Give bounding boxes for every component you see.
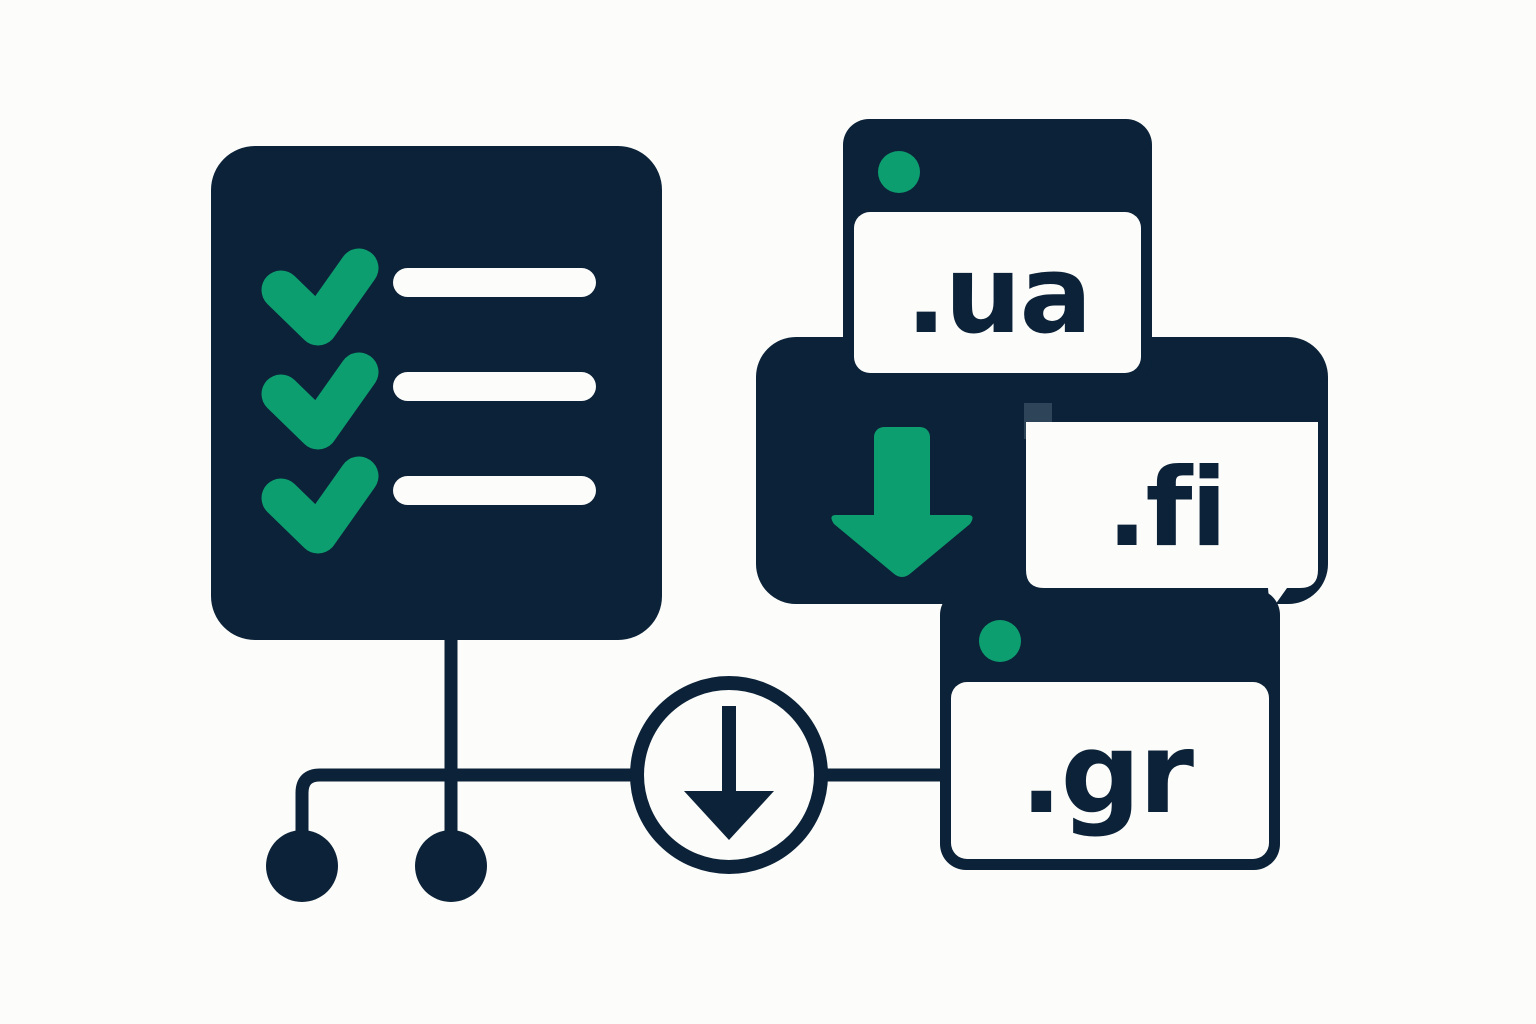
checklist-bar: [393, 476, 596, 505]
checklist-row[interactable]: [261, 456, 596, 554]
download-circle-icon[interactable]: [630, 676, 828, 874]
node-dot[interactable]: [415, 830, 487, 902]
checklist-row[interactable]: [261, 352, 596, 450]
check-icon: [261, 248, 379, 346]
domain-card-screen: [951, 682, 1269, 859]
domain-card-label: .ua: [906, 233, 1091, 358]
green-status-dot: [878, 151, 920, 193]
checklist-row[interactable]: [261, 248, 596, 346]
domain-card-label: .fi: [1106, 446, 1225, 571]
download-arrow-icon: [831, 427, 973, 577]
domain-card-label: .gr: [1020, 709, 1194, 839]
checklist-bar: [393, 372, 596, 401]
domain-card-screen: [854, 212, 1141, 373]
green-status-dot: [979, 620, 1021, 662]
connector-elbow-left: [295, 768, 458, 847]
check-icon: [261, 456, 379, 554]
checklist-bar: [393, 268, 596, 297]
connector-lines: [295, 633, 957, 847]
node-dot[interactable]: [266, 830, 338, 902]
domain-card-screen: [1026, 422, 1318, 612]
check-icon: [261, 352, 379, 450]
